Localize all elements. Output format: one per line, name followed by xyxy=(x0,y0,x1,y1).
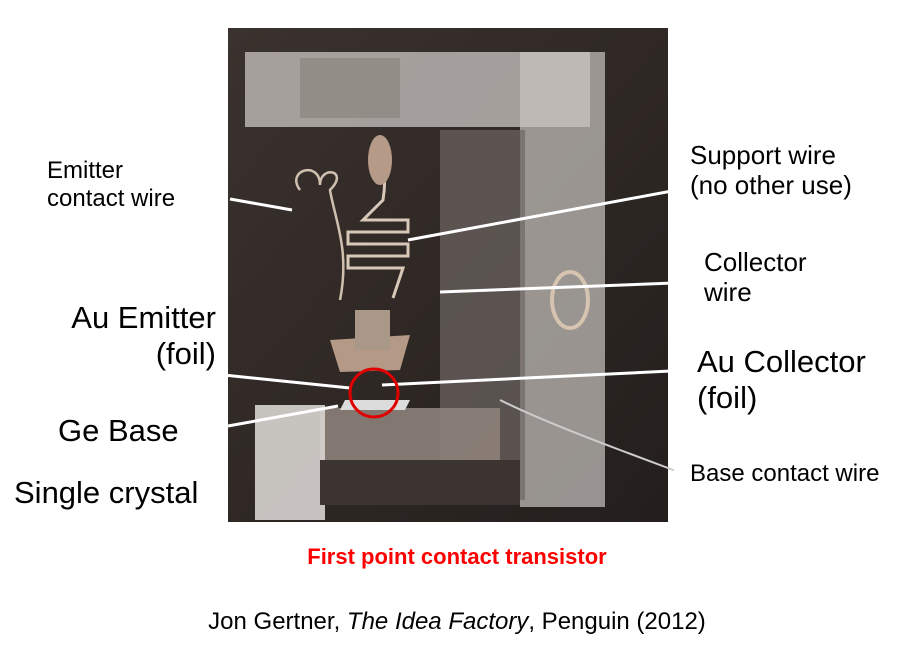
citation-author: Jon Gertner, xyxy=(208,608,347,635)
citation-book: The Idea Factory xyxy=(346,608,529,635)
lucite-upright xyxy=(520,52,605,507)
label-collector-wire: Collector wire xyxy=(704,247,807,308)
contact-point-highlight-circle xyxy=(348,367,400,419)
label-base-contact-wire: Base contact wire xyxy=(690,460,880,487)
label-line: Au Collector xyxy=(697,344,866,379)
label-line: (no other use) xyxy=(690,169,852,200)
label-emitter-contact-wire: Emitter contact wire xyxy=(47,157,175,212)
label-support-wire: Support wire (no other use) xyxy=(690,140,852,201)
figure-title: First point contact transistor xyxy=(307,544,607,569)
annotation-arrows xyxy=(213,186,701,428)
label-line: Support wire xyxy=(690,140,836,170)
label-line: (foil) xyxy=(697,379,758,415)
label-line: Au Emitter xyxy=(71,300,216,335)
label-line: Collector xyxy=(704,247,807,277)
label-line: (foil) xyxy=(155,335,216,371)
label-line: contact wire xyxy=(47,184,176,212)
citation-publisher: , Penguin (2012) xyxy=(528,608,706,635)
label-au-emitter: Au Emitter (foil) xyxy=(50,300,216,371)
label-ge-base: Ge Base xyxy=(58,413,179,448)
label-line: Emitter xyxy=(47,157,124,184)
citation: Jon Gertner, The Idea Factory, Penguin (… xyxy=(0,608,914,636)
label-au-collector: Au Collector (foil) xyxy=(697,344,866,415)
label-line: wire xyxy=(704,276,752,307)
label-single-crystal: Single crystal xyxy=(14,475,199,510)
